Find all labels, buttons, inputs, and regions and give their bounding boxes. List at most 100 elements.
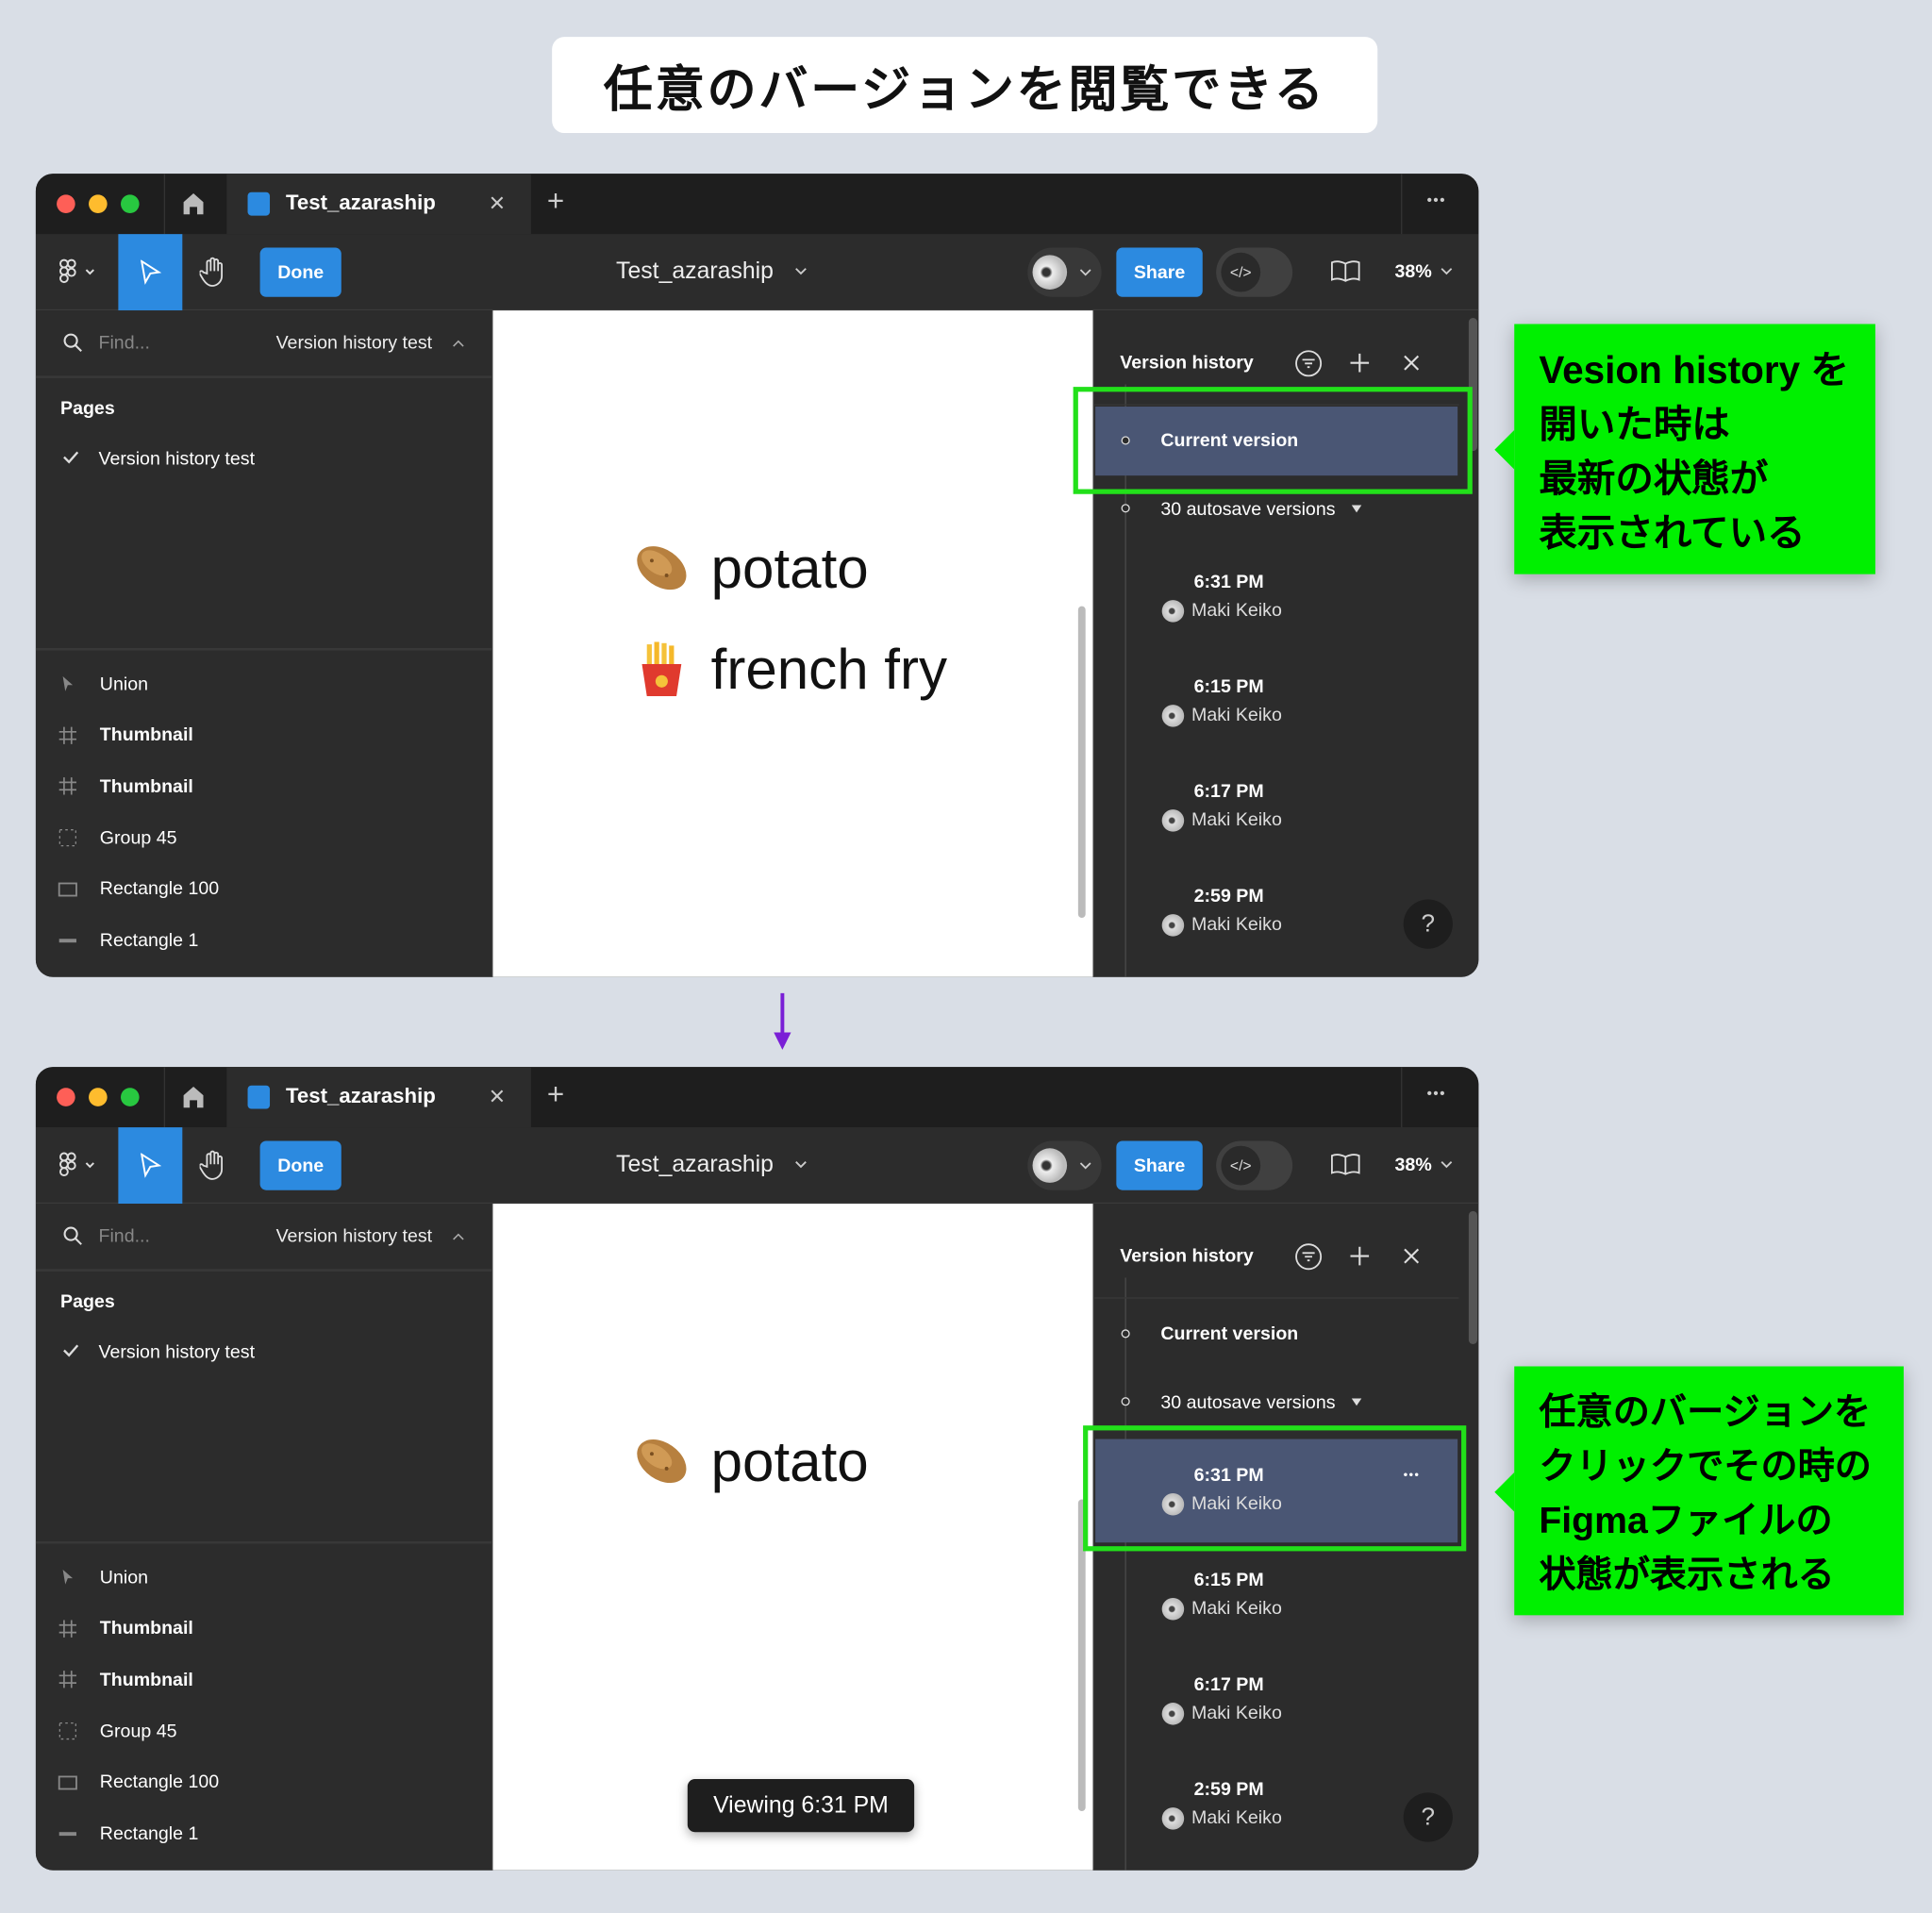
book-icon[interactable] [1329, 258, 1361, 283]
maximize-window-button[interactable] [120, 1088, 140, 1106]
chevron-up-icon[interactable] [452, 339, 464, 347]
page-item[interactable]: Version history test [36, 439, 493, 480]
layer-row[interactable]: Union [36, 659, 493, 708]
autosave-group-toggle[interactable]: 30 autosave versions [1095, 483, 1457, 539]
book-icon[interactable] [1329, 1152, 1361, 1176]
pages-heading: Pages [59, 397, 115, 420]
layer-row[interactable]: Thumbnail [36, 1655, 493, 1705]
chevron-down-icon[interactable] [1441, 267, 1453, 275]
file-name-menu[interactable]: Test_azaraship [616, 1152, 774, 1178]
panel-scrollbar[interactable] [1468, 317, 1478, 452]
current-version-row[interactable]: Current version [1095, 407, 1458, 476]
layer-row[interactable]: Thumbnail [36, 710, 493, 759]
chevron-up-icon[interactable] [452, 1232, 464, 1240]
timeline-dot-icon [1121, 1397, 1130, 1406]
add-version-icon[interactable] [1349, 353, 1370, 374]
done-button[interactable]: Done [259, 247, 341, 297]
done-button[interactable]: Done [259, 1140, 341, 1190]
more-menu-button[interactable]: ••• [1426, 191, 1446, 208]
close-panel-icon[interactable] [1404, 355, 1420, 371]
close-window-button[interactable] [57, 194, 75, 213]
new-tab-button[interactable]: + [546, 1077, 565, 1112]
layer-label: Group 45 [99, 827, 177, 849]
close-tab-button[interactable]: × [489, 187, 506, 219]
minimize-window-button[interactable] [89, 194, 108, 213]
panel-scrollbar[interactable] [1468, 1210, 1478, 1344]
canvas-text-item[interactable]: french fry [632, 636, 947, 703]
share-button[interactable]: Share [1116, 247, 1203, 297]
home-icon[interactable] [182, 192, 205, 216]
close-tab-button[interactable]: × [489, 1080, 506, 1112]
version-more-button[interactable]: ••• [1403, 1468, 1421, 1483]
page-selector[interactable]: Version history test [275, 1225, 433, 1247]
filter-icon[interactable] [1293, 1242, 1323, 1272]
layer-row[interactable]: Thumbnail [36, 762, 493, 811]
layer-label: Union [99, 1566, 148, 1588]
more-menu-button[interactable]: ••• [1426, 1084, 1446, 1102]
layer-row[interactable]: Rectangle 1 [36, 1809, 493, 1858]
canvas-scrollbar[interactable] [1077, 606, 1086, 919]
current-version-row[interactable]: Current version [1095, 1300, 1457, 1369]
filter-icon[interactable] [1293, 349, 1323, 378]
page-item[interactable]: Version history test [36, 1332, 493, 1373]
help-button[interactable]: ? [1403, 1792, 1453, 1842]
layer-row[interactable]: Group 45 [36, 813, 493, 862]
move-tool-button[interactable] [118, 1127, 183, 1205]
canvas-scrollbar[interactable] [1077, 1499, 1086, 1811]
share-button[interactable]: Share [1116, 1140, 1203, 1190]
current-version-label: Current version [1160, 429, 1299, 452]
layer-row[interactable]: Rectangle 1 [36, 916, 493, 965]
home-icon[interactable] [182, 1086, 205, 1109]
dev-mode-toggle[interactable]: </> [1216, 247, 1293, 297]
hand-tool-icon[interactable] [199, 257, 229, 289]
minimize-window-button[interactable] [89, 1088, 108, 1106]
layer-row[interactable]: Thumbnail [36, 1604, 493, 1653]
page-selector[interactable]: Version history test [275, 332, 433, 354]
file-tab[interactable]: Test_azaraship × [226, 174, 531, 235]
file-tab[interactable]: Test_azaraship × [226, 1067, 531, 1128]
file-name-menu[interactable]: Test_azaraship [616, 258, 774, 285]
layer-row[interactable]: Mask group [36, 968, 493, 977]
hand-tool-icon[interactable] [199, 1150, 229, 1182]
layer-row[interactable]: Group 45 [36, 1706, 493, 1755]
figma-menu-icon[interactable] [58, 1152, 99, 1179]
left-panel: Find... Version history test Pages Versi… [35, 1204, 493, 1871]
canvas[interactable]: potato french fry [492, 310, 1093, 977]
zoom-level-menu[interactable]: 38% [1394, 1154, 1432, 1176]
canvas-text-item[interactable]: potato [632, 1428, 869, 1495]
layer-row[interactable]: Rectangle 100 [36, 865, 493, 914]
new-tab-button[interactable]: + [546, 184, 565, 219]
tab-bar: Test_azaraship × + ••• [35, 1067, 1479, 1128]
autosave-group-toggle[interactable]: 30 autosave versions [1095, 1376, 1457, 1432]
find-input[interactable]: Find... [98, 1225, 150, 1247]
layer-row[interactable]: Rectangle 100 [36, 1758, 493, 1807]
move-tool-button[interactable] [118, 234, 183, 311]
layer-row[interactable]: Union [36, 1553, 493, 1602]
help-button[interactable]: ? [1403, 899, 1453, 949]
find-input[interactable]: Find... [98, 332, 150, 354]
add-version-icon[interactable] [1349, 1245, 1370, 1266]
chevron-down-icon[interactable] [794, 1160, 807, 1169]
close-panel-icon[interactable] [1404, 1248, 1420, 1264]
figma-menu-icon[interactable] [58, 258, 99, 286]
layer-row[interactable]: Mask group [36, 1860, 493, 1870]
multiplayer-avatar-button[interactable] [1027, 247, 1102, 297]
chevron-down-icon[interactable] [1441, 1160, 1453, 1169]
multiplayer-avatar-button[interactable] [1027, 1140, 1102, 1190]
dev-mode-toggle[interactable]: </> [1216, 1140, 1293, 1190]
zoom-level-menu[interactable]: 38% [1394, 260, 1432, 283]
canvas-text-item[interactable]: potato [632, 535, 869, 602]
chevron-down-icon[interactable] [794, 267, 807, 275]
close-window-button[interactable] [57, 1088, 75, 1106]
maximize-window-button[interactable] [120, 194, 140, 213]
